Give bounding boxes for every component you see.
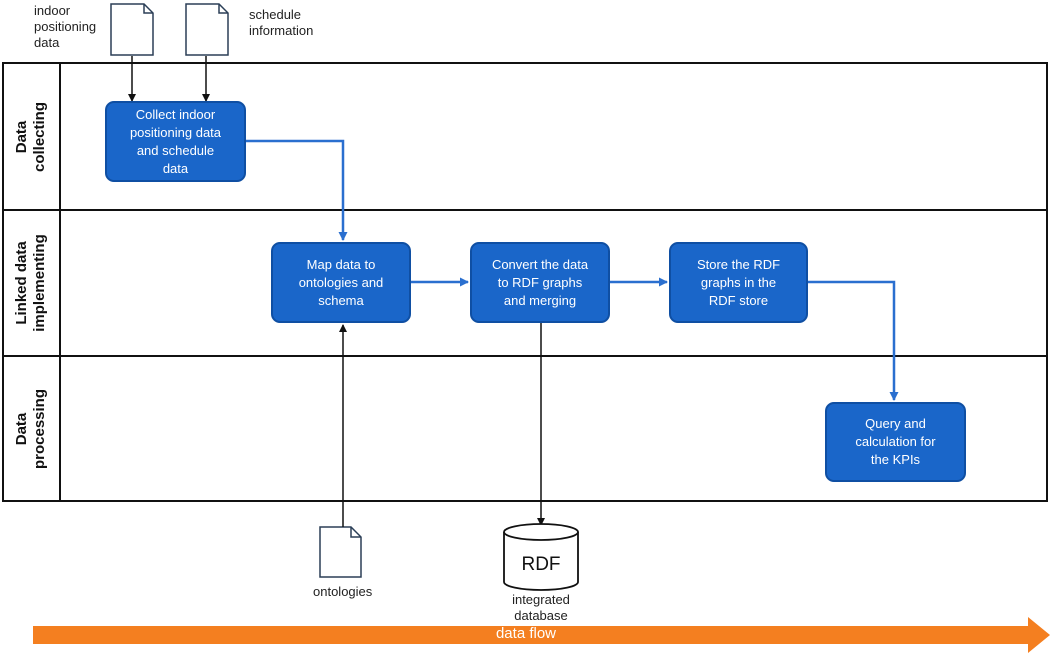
process-store-graphs: Store the RDF graphs in the RDF store	[669, 242, 808, 323]
lane-header-divider	[59, 62, 61, 502]
process-query-kpis: Query and calculation for the KPIs	[825, 402, 966, 482]
process-map-data: Map data to ontologies and schema	[271, 242, 411, 323]
data-flow-arrow	[33, 617, 1050, 653]
lane-divider	[2, 355, 1048, 357]
input-label-schedule-information: schedule information	[249, 7, 314, 38]
database-symbol-text: RDF	[521, 554, 560, 575]
lane-divider	[2, 209, 1048, 211]
process-convert-data: Convert the data to RDF graphs and mergi…	[470, 242, 610, 323]
input-label-indoor-positioning: indoor positioning data	[34, 3, 97, 50]
database-cylinder-icon: RDF	[503, 523, 579, 591]
document-icon-indoor-positioning	[110, 3, 154, 56]
process-collect-data: Collect indoor positioning data and sche…	[105, 101, 246, 182]
input-label-ontologies: ontologies	[313, 584, 373, 599]
document-icon-ontologies	[319, 526, 362, 578]
flow-store-to-query	[808, 280, 899, 401]
database-label: integrated database	[512, 592, 570, 623]
flow-collect-to-map	[246, 139, 348, 241]
swimlane-frame	[2, 62, 1048, 502]
data-flow-label: data flow	[495, 625, 557, 642]
document-icon-schedule-information	[185, 3, 229, 56]
